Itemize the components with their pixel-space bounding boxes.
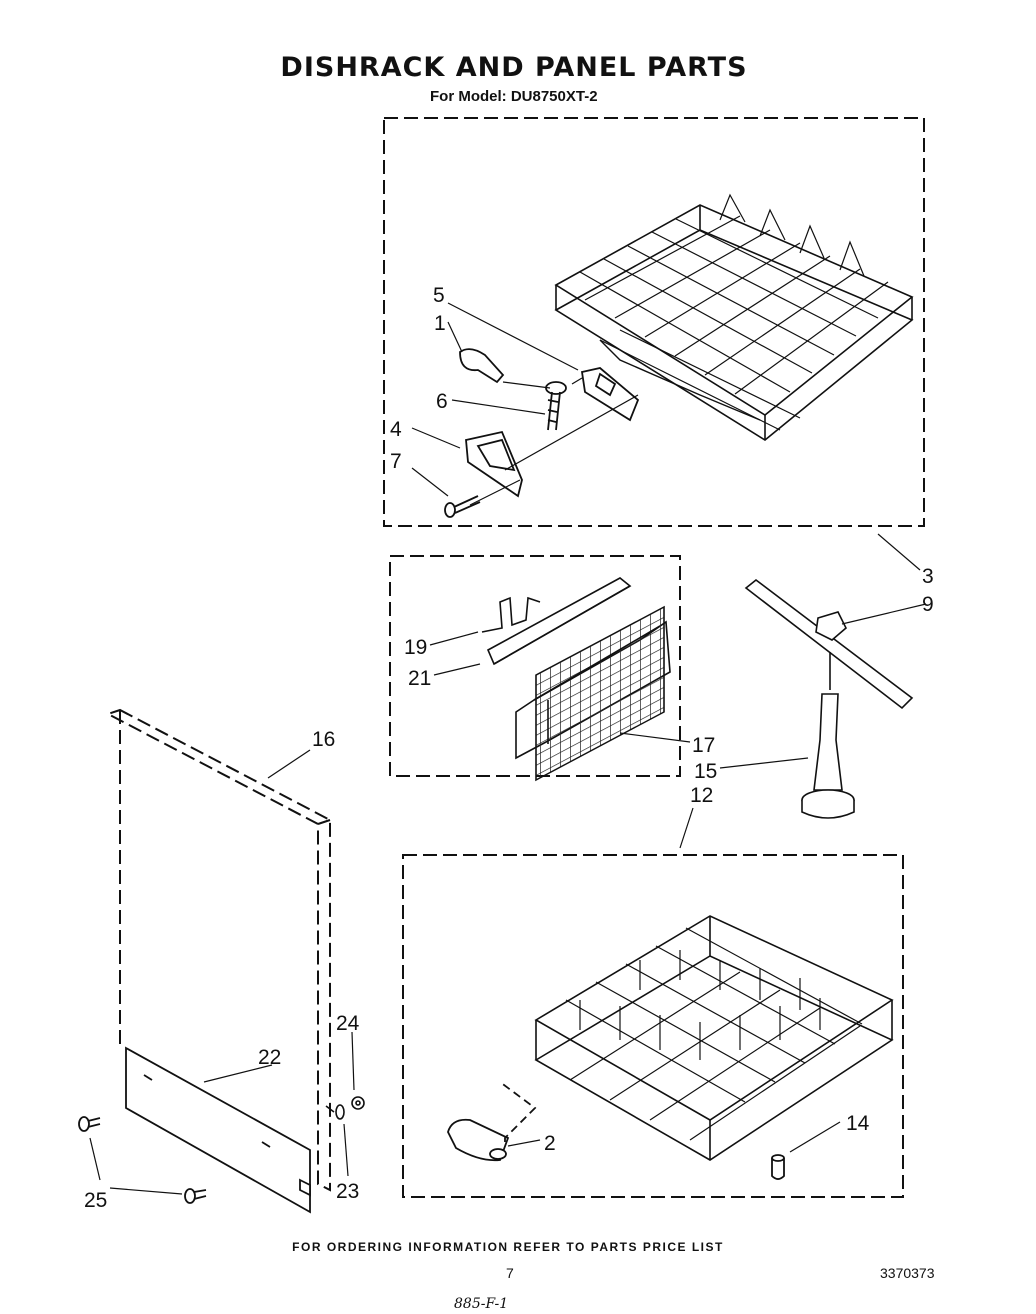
- lower-spray-arm: [744, 578, 914, 710]
- callout-17: 17: [692, 734, 715, 757]
- access-panel-outline: [105, 708, 331, 1192]
- model-subtitle: For Model: DU8750XT-2: [430, 88, 598, 105]
- rack-bumper: [465, 430, 523, 498]
- rack-stud: [771, 1154, 785, 1180]
- callout-12: 12: [690, 784, 713, 807]
- callout-labels: 5 1 6 4 7 3 9 19 21 17 15 12 16 22 24 23…: [84, 284, 934, 1212]
- lower-rack-roller: [447, 1081, 537, 1162]
- callout-22: 22: [258, 1046, 281, 1069]
- callout-15: 15: [694, 760, 717, 783]
- document-number: 3370373: [880, 1265, 935, 1281]
- upper-rack-adjuster-bracket: [580, 367, 640, 422]
- spray-arm-wire-clip: [481, 596, 541, 633]
- panel-trim-strip: [125, 1046, 311, 1214]
- upper-rack-connector-lines: [469, 377, 639, 506]
- callout-23: 23: [336, 1180, 359, 1203]
- spray-arm-manifold-assembly: [515, 605, 671, 782]
- handwritten-note: 885-F-1: [454, 1296, 509, 1312]
- spray-arm-group-box: [389, 555, 681, 777]
- callout-5: 5: [433, 284, 445, 307]
- page-number: 7: [506, 1265, 514, 1281]
- callout-4: 4: [390, 418, 402, 441]
- upper-rack-stop-clip: [459, 348, 505, 384]
- ordering-info-note: FOR ORDERING INFORMATION REFER TO PARTS …: [292, 1240, 724, 1254]
- callout-24: 24: [336, 1012, 360, 1035]
- callout-2: 2: [544, 1132, 556, 1155]
- washer: [325, 1104, 345, 1120]
- callout-1: 1: [434, 312, 446, 335]
- callout-19: 19: [404, 636, 427, 659]
- callout-7: 7: [390, 450, 402, 473]
- callout-21: 21: [408, 667, 431, 690]
- diagram-title: DISHRACK AND PANEL PARTS: [280, 52, 748, 83]
- callout-9: 9: [922, 593, 934, 616]
- callout-14: 14: [846, 1112, 870, 1135]
- trim-screw-bottom: [184, 1188, 207, 1204]
- lower-rack-group-box: [402, 854, 904, 1198]
- callout-6: 6: [436, 390, 448, 413]
- upper-dishrack: [554, 193, 914, 441]
- trim-screw-top: [78, 1116, 101, 1132]
- rack-bumper-screw: [444, 495, 481, 518]
- spray-arm-support-tube: [801, 693, 855, 819]
- nut: [351, 1096, 365, 1110]
- callout-3: 3: [922, 565, 934, 588]
- spray-arm-rod: [486, 577, 632, 666]
- callout-16: 16: [312, 728, 335, 751]
- upper-rack-screw: [545, 381, 567, 431]
- lower-dishrack: [534, 915, 894, 1161]
- leader-lines: [89, 302, 927, 1195]
- callout-25: 25: [84, 1189, 107, 1212]
- upper-rack-group-box: [383, 117, 925, 527]
